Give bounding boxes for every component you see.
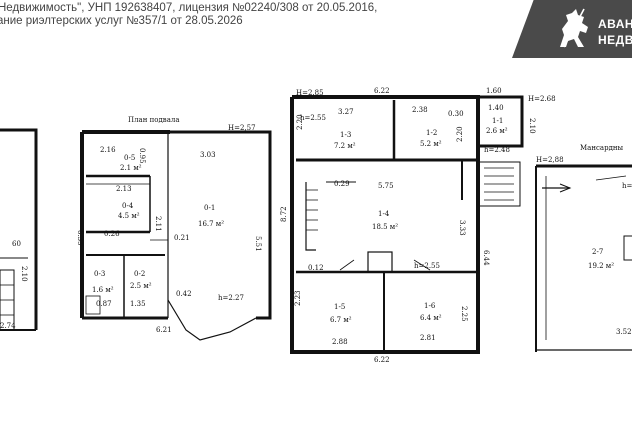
room-1-6-area: 6.4 м² (420, 314, 442, 322)
room-0-1-number: 0-1 (204, 204, 215, 212)
floor1-ceiling-height: H=2.85 (296, 89, 324, 97)
floor1-dim-16: 6.44 (482, 250, 490, 266)
basement-dim-10: 0.42 (176, 290, 192, 298)
knight-horse-icon (560, 8, 588, 48)
room-0-5-number: 0-5 (124, 154, 135, 162)
floor1-dim-12: 0.29 (334, 180, 350, 188)
floor1-dim-13: 5.75 (378, 182, 394, 190)
floor1-dim-11: h=2.48 (484, 146, 510, 154)
floor1-entry-ceiling-height: H=2.68 (528, 95, 556, 103)
room-1-2-area: 5.2 м² (420, 140, 442, 148)
room-2-7-area: 19.2 м² (588, 262, 614, 270)
room-0-4-area: 4.5 м² (118, 212, 140, 220)
basement-dim-12: 1.35 (130, 300, 146, 308)
basement-dim-2: 0.95 (138, 148, 146, 164)
room-0-2-area: 2.5 м² (130, 282, 152, 290)
floor1-dim-20: 2.25 (460, 306, 468, 322)
floor1-dim-15: 3.33 (458, 220, 466, 236)
attic-dim-2: 3.52 (616, 328, 632, 336)
basement-dim-9: 5.51 (254, 236, 262, 252)
room-0-2-number: 0-2 (134, 270, 145, 278)
agency-logo[interactable]: АВАН НЕДВ (512, 0, 632, 58)
floor1-walls (290, 95, 524, 354)
room-1-6-number: 1-6 (424, 302, 436, 310)
floor1-dim-5: 2.38 (412, 106, 428, 114)
basement-dim-14: 6.21 (156, 326, 172, 334)
room-1-1-area: 2.6 м² (486, 127, 508, 135)
basement-dim-4: 2.13 (116, 185, 132, 193)
room-0-1-area: 16.7 м² (198, 220, 224, 228)
logo-text-line-2: НЕДВ (598, 33, 632, 47)
far-left-dim-2: 2.10 (20, 266, 28, 282)
basement-dim-8: 0.21 (174, 234, 190, 242)
attic-walls (535, 164, 632, 352)
floor1-dim-6: 0.30 (448, 110, 464, 118)
basement-plan-title: План подвала (128, 116, 180, 124)
floor1-dim-8: 2.20 (296, 114, 304, 130)
room-1-5-number: 1-5 (334, 303, 345, 311)
attic-dim-1: h= (622, 182, 632, 190)
room-0-5-area: 2.1 м² (120, 164, 142, 172)
floor1-dim-2: 1.60 (486, 87, 502, 95)
far-left-dim-1: 60 (12, 240, 21, 248)
floor1-dim-19: 2.23 (294, 290, 302, 306)
basement-dim-11: 0.87 (96, 300, 112, 308)
basement-dim-5: 6.35 (76, 230, 84, 246)
room-2-7-number: 2-7 (592, 248, 603, 256)
floor1-dim-3: h=2.55 (300, 114, 326, 122)
license-text-line-2: ание риэлтерских услуг №357/1 от 28.05.2… (0, 15, 243, 27)
floor1-dim-17: 0.12 (308, 264, 324, 272)
floor1-dim-14: 8.72 (280, 206, 288, 222)
basement-ceiling-height: H=2,57 (228, 124, 256, 132)
basement-dim-13: h=2.27 (218, 294, 244, 302)
floor1-dim-21: 2.88 (332, 338, 348, 346)
room-1-5-area: 6.7 м² (330, 316, 352, 324)
attic-ceiling-height: H=2,88 (536, 156, 564, 164)
header-banner: Недвижимость", УНП 192638407, лицензия №… (0, 0, 632, 60)
license-text-line-1: Недвижимость", УНП 192638407, лицензия №… (0, 2, 378, 14)
logo-text-line-1: АВАН (598, 17, 632, 31)
floor1-dim-22: 2.81 (420, 334, 436, 342)
room-1-3-number: 1-3 (340, 131, 351, 139)
room-1-3-area: 7.2 м² (334, 142, 356, 150)
attic-plan-title: Мансардны (580, 144, 624, 152)
floor1-dim-23: 6.22 (374, 356, 390, 364)
floor1-dim-4: 3.27 (338, 108, 354, 116)
room-1-2-number: 1-2 (426, 129, 437, 137)
room-0-3-number: 0-3 (94, 270, 105, 278)
floor1-dim-18: h=2.55 (414, 262, 440, 270)
room-0-3-area: 1.6 м² (92, 286, 114, 294)
room-1-1-number: 1-1 (492, 117, 503, 125)
floor1-dim-9: 2.10 (528, 118, 536, 134)
floor1-dim-7: 1.40 (488, 104, 504, 112)
plan-far-left (0, 128, 38, 331)
basement-dim-6: 2.11 (154, 216, 162, 232)
floor1-dim-1: 6.22 (374, 87, 390, 95)
room-1-4-area: 18.5 м² (372, 223, 398, 231)
far-left-dim-3: 2.74 (0, 322, 16, 330)
basement-dim-1: 2.16 (100, 146, 116, 154)
room-0-4-number: 0-4 (122, 202, 134, 210)
basement-dim-7: 0.26 (104, 230, 120, 238)
basement-walls (80, 130, 272, 341)
room-1-4-number: 1-4 (378, 210, 390, 218)
basement-dim-3: 3.03 (200, 151, 216, 159)
floor1-dim-10: 2.20 (456, 126, 464, 142)
